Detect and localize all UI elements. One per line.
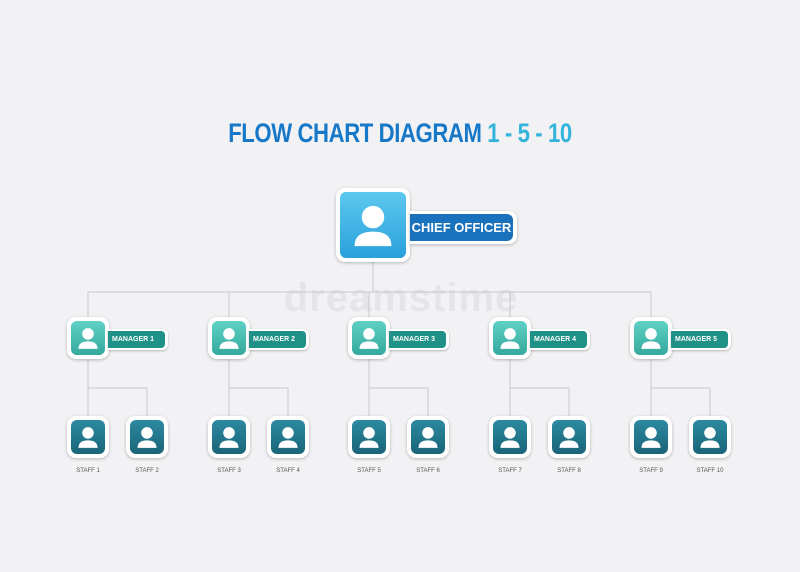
person-icon — [634, 420, 668, 454]
person-icon — [71, 420, 105, 454]
manager-label: MANAGER 2 — [249, 329, 309, 350]
person-icon — [493, 420, 527, 454]
staff-label: STAFF 9 — [639, 468, 663, 474]
staff-card — [208, 416, 250, 458]
staff-card — [548, 416, 590, 458]
manager-card — [208, 317, 250, 359]
staff-card — [689, 416, 731, 458]
person-icon — [340, 192, 406, 258]
manager-card — [348, 317, 390, 359]
person-icon — [130, 420, 164, 454]
staff-label: STAFF 4 — [276, 468, 300, 474]
watermark: dreamstime — [283, 276, 519, 320]
staff-label: STAFF 5 — [357, 468, 381, 474]
staff-label: STAFF 1 — [76, 468, 100, 474]
manager-label: MANAGER 5 — [671, 329, 731, 350]
staff-card — [348, 416, 390, 458]
person-icon — [212, 321, 246, 355]
staff-label: STAFF 6 — [416, 468, 440, 474]
staff-label: STAFF 7 — [498, 468, 522, 474]
staff-label: STAFF 3 — [217, 468, 241, 474]
staff-card — [630, 416, 672, 458]
staff-label: STAFF 10 — [696, 468, 724, 474]
person-icon — [271, 420, 305, 454]
manager-label: MANAGER 3 — [389, 329, 449, 350]
staff-label: STAFF 2 — [135, 468, 159, 474]
person-icon — [212, 420, 246, 454]
person-icon — [634, 321, 668, 355]
staff-card — [67, 416, 109, 458]
person-icon — [352, 321, 386, 355]
staff-label: STAFF 8 — [557, 468, 581, 474]
person-icon — [693, 420, 727, 454]
person-icon — [71, 321, 105, 355]
person-icon — [411, 420, 445, 454]
diagram-title: FLOW CHART DIAGRAM 1 - 5 - 10 — [72, 118, 728, 149]
person-icon — [352, 420, 386, 454]
manager-label: MANAGER 4 — [530, 329, 590, 350]
chief-officer-label: CHIEF OFFICER — [410, 211, 517, 244]
diagram-title-main: FLOW CHART DIAGRAM — [228, 118, 482, 148]
staff-card — [489, 416, 531, 458]
staff-card — [407, 416, 449, 458]
person-icon — [552, 420, 586, 454]
manager-card — [67, 317, 109, 359]
chief-officer-card — [336, 188, 410, 262]
person-icon — [493, 321, 527, 355]
staff-card — [267, 416, 309, 458]
manager-label: MANAGER 1 — [108, 329, 168, 350]
manager-card — [489, 317, 531, 359]
manager-card — [630, 317, 672, 359]
diagram-title-numbers: 1 - 5 - 10 — [487, 118, 572, 148]
staff-card — [126, 416, 168, 458]
